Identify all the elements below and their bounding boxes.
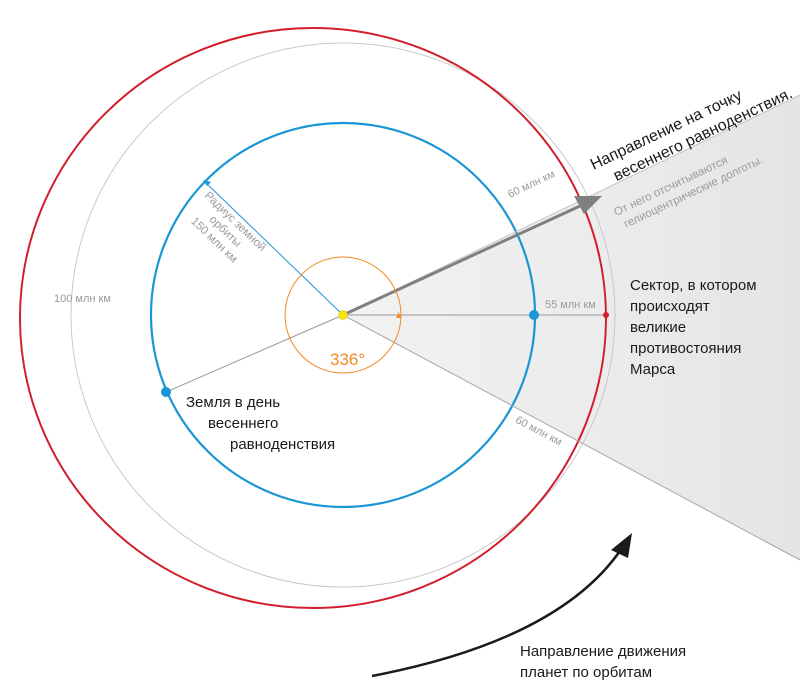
earth-radius-arrow-head	[203, 180, 211, 186]
sector-edge-lower	[342, 314, 800, 561]
opposition-sector	[343, 95, 800, 560]
vernal-arrow-head	[574, 196, 602, 214]
earth-equinox-line-3: равноденствия	[230, 436, 336, 453]
motion-direction-line-1: Направление движения	[520, 643, 687, 660]
sun-marker	[338, 310, 348, 320]
sector-line-4: противостояния	[630, 340, 742, 357]
sector-line-2: происходят	[630, 298, 710, 315]
angle-arrow-head	[396, 312, 401, 318]
motion-direction-label: Направление движения планет по орбитам	[520, 641, 686, 683]
earth-radius-line	[204, 181, 344, 316]
equinox-line	[165, 314, 344, 393]
earth-equinox-line-1: Земля в день	[186, 394, 281, 411]
sector-line-1: Сектор, в котором	[630, 277, 757, 294]
distance-100-label: 100 млн км	[54, 293, 111, 305]
earth-zero-marker	[529, 310, 539, 320]
angle-circle	[284, 256, 402, 374]
angle-label: 336°	[330, 350, 366, 369]
sector-label: Сектор, в котором происходят великие про…	[630, 275, 757, 380]
sector-line-5: Марса	[630, 361, 676, 378]
vernal-direction-arrow	[342, 204, 581, 317]
motion-arrow-head	[611, 533, 632, 558]
motion-direction-line-2: планет по орбитам	[520, 664, 653, 681]
mars-marker	[603, 312, 609, 318]
earth-equinox-line-2: весеннего	[208, 415, 279, 432]
outer-orbit	[70, 42, 616, 588]
sector-line-3: великие	[630, 319, 687, 336]
earth-equinox-label: Земля в день весеннего равноденствия	[186, 392, 335, 455]
motion-direction-arrow	[371, 547, 624, 678]
distance-55-label: 55 млн км	[545, 299, 596, 311]
earth-equinox-marker	[161, 387, 171, 397]
